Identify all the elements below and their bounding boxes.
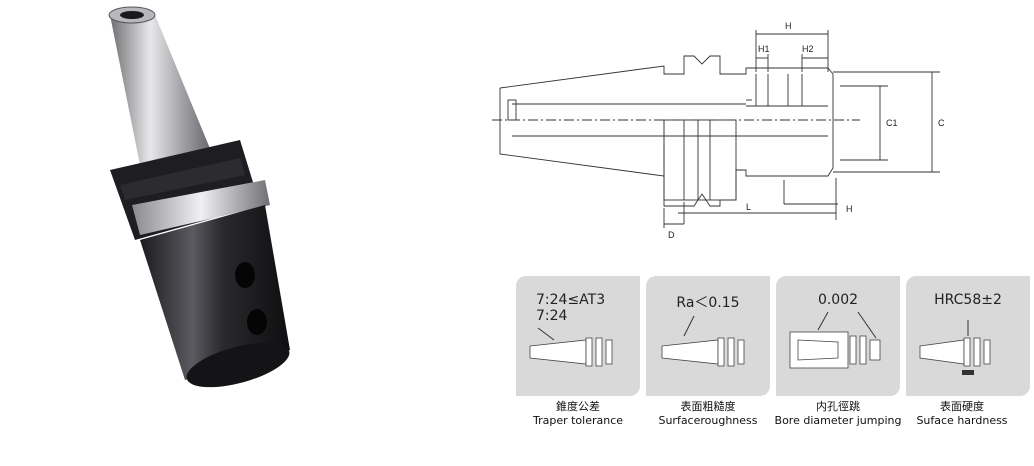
card-bore-runout: 0.002 — [776, 276, 900, 396]
card-surface-hardness: HRC58±2 — [906, 276, 1030, 396]
caption-cn: 錐度公差 — [556, 400, 600, 413]
caption-cn: 表面粗糙度 — [680, 400, 736, 413]
caption-cn: 内孔徑跳 — [816, 400, 860, 413]
caption-surface-hardness: 表面硬度 Suface hardness — [892, 400, 1032, 428]
caption-surface-roughness: 表面粗糙度 Surfaceroughness — [638, 400, 778, 428]
caption-bore-runout: 内孔徑跳 Bore diameter jumping — [768, 400, 908, 428]
roughness-icon — [661, 315, 745, 367]
caption-en: Surfaceroughness — [658, 414, 758, 427]
card-taper-tolerance: 7:24≤AT3 7:24 — [516, 276, 640, 396]
dim-h1: H1 — [758, 44, 770, 54]
card-value-line1: 7:24≤AT3 — [536, 292, 606, 308]
caption-taper-tolerance: 錐度公差 Traper tolerance — [508, 400, 648, 428]
card-surface-roughness: Ra＜0.15 — [646, 276, 770, 396]
technical-drawing: H H1 H2 C1 C L H D — [488, 8, 1034, 248]
dim-c: C — [938, 118, 945, 128]
bore-icon — [789, 311, 881, 369]
dim-d: D — [668, 230, 675, 240]
dim-c1: C1 — [886, 118, 898, 128]
taper-icon — [529, 327, 613, 367]
hardness-icon — [919, 320, 991, 375]
dim-h-bottom: H — [846, 204, 853, 214]
card-value-line2: 7:24 — [536, 308, 568, 324]
dim-l: L — [746, 202, 751, 212]
caption-en: Traper tolerance — [532, 414, 624, 427]
caption-en: Bore diameter jumping — [774, 414, 902, 427]
caption-cn: 表面硬度 — [940, 400, 984, 413]
tool-holder-photo — [80, 0, 380, 400]
dim-h2: H2 — [802, 44, 814, 54]
card-value-line1: Ra＜0.15 — [676, 295, 740, 311]
card-value-line1: HRC58±2 — [934, 292, 1002, 308]
caption-en: Suface hardness — [916, 414, 1008, 427]
card-value-line1: 0.002 — [817, 292, 859, 308]
dim-h-top: H — [785, 21, 792, 31]
